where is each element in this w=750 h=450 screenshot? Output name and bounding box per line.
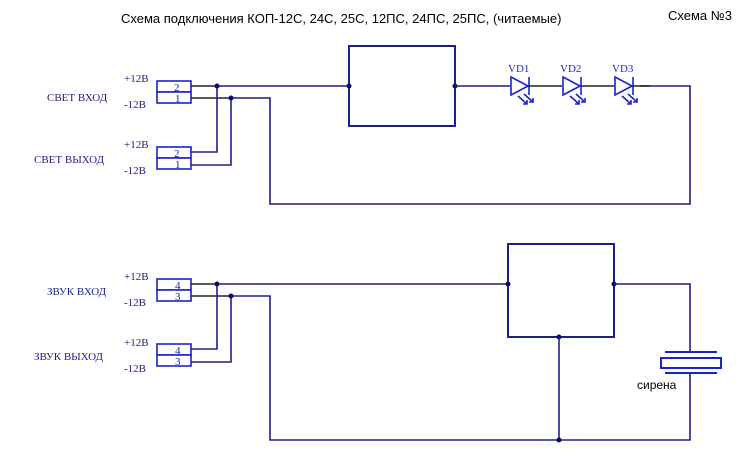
scheme-number: Схема №3 [668,8,732,23]
pin-number: 4 [175,345,181,357]
pin-number: 2 [174,148,180,160]
sound-output-terminal: 4 3 [156,343,192,368]
wire-plus-branch [191,284,218,350]
terminal-pin-box [156,157,192,170]
junction-dot [214,83,220,89]
terminal-pin-box [156,343,192,356]
junction-dot [505,281,511,287]
pin-number: 4 [175,280,181,292]
diagram-title: Схема подключения КОП-12С, 24С, 25С, 12П… [121,11,561,26]
light-input-terminal: 2 1 [156,80,192,105]
led-vd2: VD2 [560,63,586,105]
sound-input-terminal: 4 3 [156,278,192,303]
sound-device-box [507,243,615,338]
sound-output-plus-label: +12В [124,337,149,349]
light-input-label: СВЕТ ВХОД [47,92,108,104]
wire-plus-branch [191,86,218,153]
junction-dot [214,281,220,287]
light-output-label: СВЕТ ВЫХОД [34,154,105,166]
terminal-pin-box [156,354,192,367]
wire-minus-return [231,85,691,205]
sound-input-label: ЗВУК ВХОД [47,286,107,298]
light-output-terminal: 2 1 [156,146,192,171]
sound-output-label: ЗВУК ВЫХОД [34,351,104,363]
siren-icon [660,351,722,374]
diode-label: VD2 [560,63,581,75]
light-section: СВЕТ ВХОД +12В -12В СВЕТ ВЫХОД +12В -12В… [34,45,691,205]
siren-label: сирена [637,378,677,392]
led-icon [614,75,638,105]
led-vd3: VD3 [612,63,638,105]
junction-dot [228,95,234,101]
sound-input-minus-label: -12В [124,297,146,309]
pin-number: 1 [175,159,181,171]
pin-number: 3 [175,356,181,368]
junction-dot [228,293,234,299]
led-vd1: VD1 [508,63,534,105]
sound-input-plus-label: +12В [124,271,149,283]
sound-output-minus-label: -12В [124,363,146,375]
light-output-minus-label: -12В [124,165,146,177]
wire-minus-return [231,295,691,441]
led-icon [562,75,586,105]
pin-number: 1 [175,93,181,105]
sound-section: ЗВУК ВХОД +12В -12В ЗВУК ВЫХОД +12В -12В… [34,243,722,443]
led-icon [510,75,534,105]
junction-dot [346,83,352,89]
pin-number: 2 [174,82,180,94]
light-device-box [348,45,456,127]
siren: сирена [637,351,722,392]
light-input-plus-label: +12В [124,73,149,85]
pin-number: 3 [175,291,181,303]
light-input-minus-label: -12В [124,99,146,111]
wire-minus-branch [191,296,232,363]
terminal-pin-box [156,278,192,291]
terminal-pin-box [156,289,192,302]
junction-dot [556,437,562,443]
light-output-plus-label: +12В [124,139,149,151]
diode-label: VD1 [508,63,529,75]
diode-label: VD3 [612,63,634,75]
wire-minus-branch [191,98,232,166]
